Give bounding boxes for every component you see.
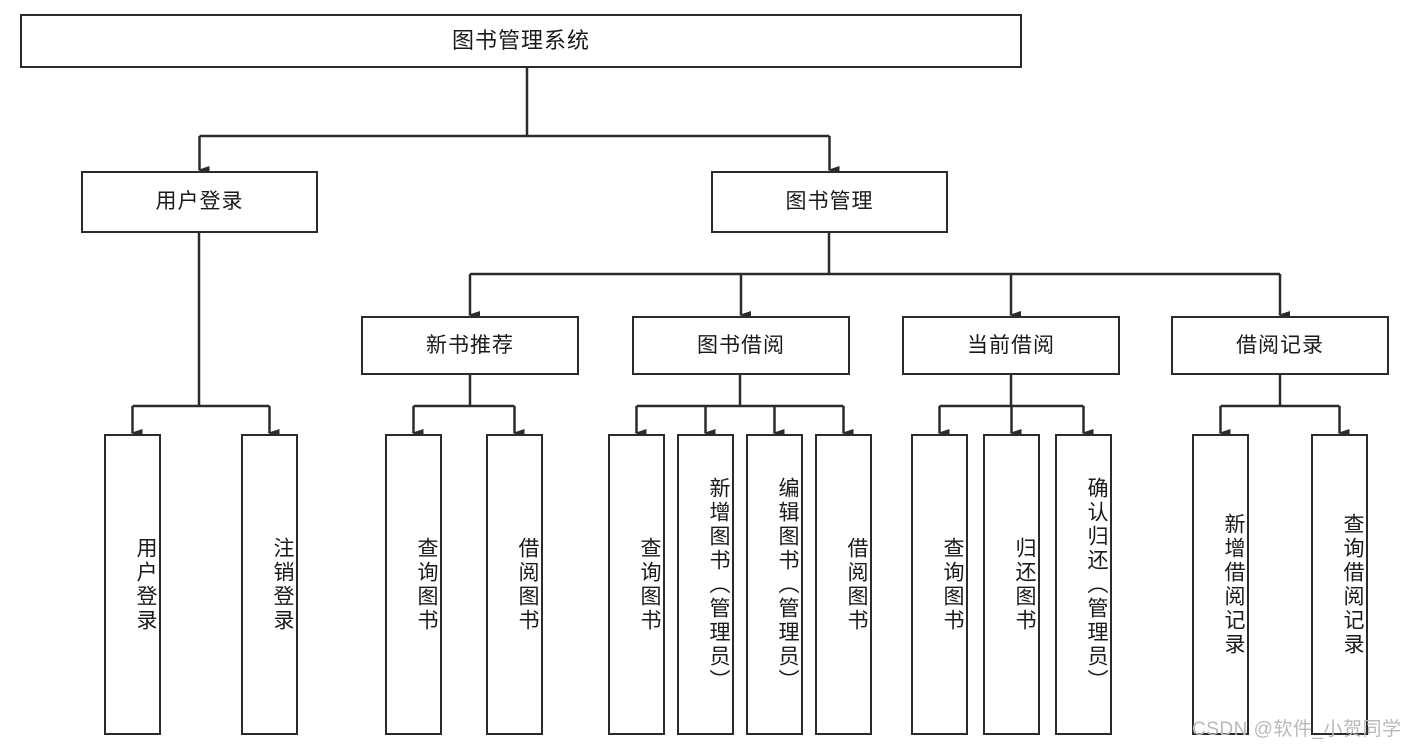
node-book-borrow[interactable]: 图书借阅 bbox=[632, 316, 850, 375]
node-leaf-book-add[interactable]: 新增图书（管理员） bbox=[677, 434, 734, 735]
node-leaf-book-edit[interactable]: 编辑图书（管理员） bbox=[746, 434, 803, 735]
node-label: 查询借阅记录 bbox=[1341, 512, 1364, 657]
node-leaf-cur-query[interactable]: 查询图书 bbox=[911, 434, 968, 735]
node-leaf-rec-borrow[interactable]: 借阅图书 bbox=[486, 434, 543, 735]
node-leaf-record-query[interactable]: 查询借阅记录 bbox=[1311, 434, 1368, 735]
watermark-text: CSDN @软件_小贺同学 bbox=[1192, 719, 1402, 740]
node-label: 查询图书 bbox=[941, 536, 964, 633]
node-leaf-rec-query[interactable]: 查询图书 bbox=[385, 434, 442, 735]
node-book-manage[interactable]: 图书管理 bbox=[711, 171, 948, 233]
node-label: 图书管理 bbox=[785, 190, 874, 214]
node-leaf-borrow-query[interactable]: 查询图书 bbox=[608, 434, 665, 735]
node-root[interactable]: 图书管理系统 bbox=[20, 14, 1022, 68]
node-leaf-return-book[interactable]: 归还图书 bbox=[983, 434, 1040, 735]
node-leaf-logout[interactable]: 注销登录 bbox=[241, 434, 298, 735]
node-label: 图书管理系统 bbox=[451, 27, 590, 53]
node-label: 归还图书 bbox=[1013, 536, 1036, 633]
node-label: 借阅图书 bbox=[516, 536, 539, 633]
node-label: 查询图书 bbox=[638, 536, 661, 633]
node-label: 确认归还（管理员） bbox=[1085, 476, 1108, 693]
node-leaf-borrow-book[interactable]: 借阅图书 bbox=[815, 434, 872, 735]
node-label: 用户登录 bbox=[134, 536, 157, 633]
edge-group bbox=[130, 68, 1350, 437]
node-current-borrow[interactable]: 当前借阅 bbox=[902, 316, 1120, 375]
node-leaf-user-login[interactable]: 用户登录 bbox=[104, 434, 161, 735]
node-label: 当前借阅 bbox=[967, 333, 1055, 357]
node-label: 注销登录 bbox=[271, 536, 294, 633]
node-label: 用户登录 bbox=[155, 190, 244, 214]
node-label: 借阅图书 bbox=[845, 536, 868, 633]
node-user-login[interactable]: 用户登录 bbox=[81, 171, 318, 233]
node-label: 图书借阅 bbox=[697, 333, 785, 357]
node-borrow-record[interactable]: 借阅记录 bbox=[1171, 316, 1389, 375]
node-leaf-confirm-return[interactable]: 确认归还（管理员） bbox=[1055, 434, 1112, 735]
node-label: 查询图书 bbox=[415, 536, 438, 633]
node-label: 新书推荐 bbox=[426, 333, 514, 357]
node-label: 新增图书（管理员） bbox=[707, 476, 730, 693]
node-new-book-rec[interactable]: 新书推荐 bbox=[361, 316, 579, 375]
node-leaf-record-add[interactable]: 新增借阅记录 bbox=[1192, 434, 1249, 735]
node-label: 新增借阅记录 bbox=[1222, 512, 1245, 657]
node-label: 借阅记录 bbox=[1236, 333, 1324, 357]
node-label: 编辑图书（管理员） bbox=[776, 476, 799, 693]
